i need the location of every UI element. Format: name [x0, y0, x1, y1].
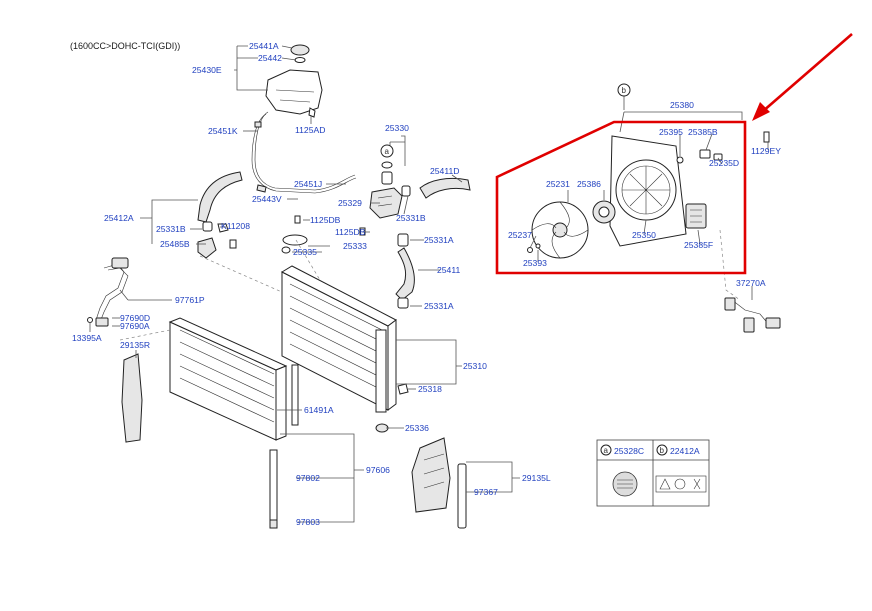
label-25331b-left: 25331B	[156, 224, 186, 234]
connector-25485b	[197, 237, 217, 259]
label-97690d: 97690D	[120, 313, 150, 323]
wiring-group	[87, 257, 143, 443]
label-97802: 97802	[296, 473, 320, 483]
fan-assembly	[527, 131, 770, 259]
label-25310: 25310	[463, 361, 487, 371]
bolt-1125ad	[308, 107, 316, 118]
label-25386: 25386	[577, 179, 601, 189]
callout-a-legend: a	[604, 446, 609, 455]
label-29135r: 29135R	[120, 340, 150, 350]
label-25451k: 25451K	[208, 126, 238, 136]
label-22412a: 22412A	[670, 446, 700, 456]
label-25231: 25231	[546, 179, 570, 189]
label-97606: 97606	[366, 465, 390, 475]
label-1125ad: 1125AD	[295, 125, 325, 135]
label-97803: 97803	[296, 517, 320, 527]
callout-b-legend: b	[660, 446, 665, 455]
cap-seal	[294, 57, 306, 63]
label-25329: 25329	[338, 198, 362, 208]
label-25385b: 25385B	[688, 127, 718, 137]
label-1129ey: 1129EY	[751, 146, 781, 156]
highlight-box	[495, 120, 747, 275]
label-37270a: 37270A	[736, 278, 766, 288]
callout-b-diagram: b	[622, 86, 627, 95]
thermostat-housing	[369, 187, 403, 219]
harness-37270a	[719, 229, 781, 333]
reservoir-group	[251, 44, 357, 194]
label-97367: 97367	[474, 487, 498, 497]
engine-note: (1600CC>DOHC-TCI(GDI))	[70, 41, 181, 51]
upper-hose-group	[197, 161, 471, 309]
condenser	[119, 239, 321, 529]
leader-lines	[89, 45, 769, 523]
label-25331b-top: 25331B	[396, 213, 426, 223]
callout-a-diagram: a	[385, 147, 390, 156]
callouts: a b	[380, 83, 631, 158]
label-k11208: K11208	[221, 221, 250, 231]
label-25411: 25411	[437, 265, 460, 275]
radiator	[280, 265, 409, 433]
reservoir-cap	[290, 44, 310, 56]
label-25451j: 25451J	[294, 179, 322, 189]
label-97761p: 97761P	[175, 295, 205, 305]
label-61491a: 61491A	[304, 405, 334, 415]
label-25485b: 25485B	[160, 239, 190, 249]
label-1125db-a: 1125DB	[310, 215, 341, 225]
legend-box: a b	[596, 439, 710, 507]
label-25350: 25350	[632, 230, 656, 240]
label-25237: 25237	[508, 230, 532, 240]
label-97690a: 97690A	[120, 321, 150, 331]
caution-label-icon	[655, 475, 707, 493]
label-25335: 25335	[293, 247, 317, 257]
label-25430e: 25430E	[192, 65, 222, 75]
label-25336: 25336	[405, 423, 429, 433]
label-25385f: 25385F	[684, 240, 713, 250]
label-25442: 25442	[258, 53, 282, 63]
label-25330: 25330	[385, 123, 409, 133]
label-25333: 25333	[343, 241, 367, 251]
label-29135l: 29135L	[522, 473, 551, 483]
air-guard-right	[121, 353, 143, 443]
label-25331a-bot: 25331A	[424, 301, 454, 311]
label-25393: 25393	[523, 258, 547, 268]
air-guard-left	[411, 437, 467, 529]
label-25380: 25380	[670, 100, 694, 110]
label-25443v: 25443V	[252, 194, 282, 204]
label-25331a-top: 25331A	[424, 235, 454, 245]
left-hose	[197, 171, 243, 223]
label-25441a: 25441A	[249, 41, 279, 51]
upper-hose	[419, 177, 471, 199]
highlight-arrow-head	[752, 102, 770, 121]
label-13395a: 13395A	[72, 333, 102, 343]
lower-hose	[395, 247, 415, 301]
label-25235d: 25235D	[709, 158, 739, 168]
label-25318: 25318	[418, 384, 442, 394]
label-25395: 25395	[659, 127, 683, 137]
label-25411d: 25411D	[430, 166, 459, 176]
receiver-drier	[269, 449, 278, 521]
highlight-arrow-shaft	[761, 33, 853, 113]
highlight-group	[495, 33, 853, 275]
reservoir-tank	[265, 69, 323, 115]
label-1125db-b: 1125DB	[335, 227, 366, 237]
label-25412a: 25412A	[104, 213, 134, 223]
label-25328c: 25328C	[614, 446, 644, 456]
part-labels: 25441A 25442 25430E 1125AD 25451K 25330 …	[72, 41, 781, 527]
